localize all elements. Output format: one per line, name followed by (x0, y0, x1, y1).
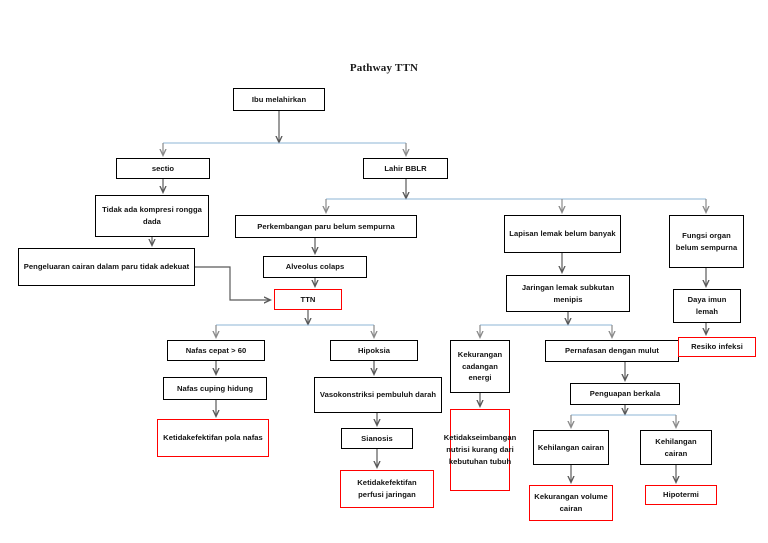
node-penguapan-berkala[interactable]: Penguapan berkala (570, 383, 680, 405)
node-ketidakefektifan-perfusi[interactable]: Ketidakefektifan perfusi jaringan (340, 470, 434, 508)
node-daya-imun[interactable]: Daya imun lemah (673, 289, 741, 323)
node-lapisan-lemak[interactable]: Lapisan lemak belum banyak (504, 215, 621, 253)
node-jaringan-lemak[interactable]: Jaringan lemak subkutan menipis (506, 275, 630, 312)
node-alveolus-colaps[interactable]: Alveolus colaps (263, 256, 367, 278)
node-ttn[interactable]: TTN (274, 289, 342, 310)
node-kekurangan-volume-cairan[interactable]: Kekurangan volume cairan (529, 485, 613, 521)
node-fungsi-organ[interactable]: Fungsi organ belum sempurna (669, 215, 744, 268)
node-sianosis[interactable]: Sianosis (341, 428, 413, 449)
node-ketidakseimbangan-nutrisi[interactable]: Ketidakseimbangan nutrisi kurang dari ke… (444, 409, 516, 491)
node-vasokonstriksi[interactable]: Vasokonstriksi pembuluh darah (314, 377, 442, 413)
node-hipoksia[interactable]: Hipoksia (330, 340, 418, 361)
node-nafas-cuping[interactable]: Nafas cuping hidung (163, 377, 267, 400)
node-kekurangan-cadangan[interactable]: Kekurangan cadangan energi (450, 340, 510, 393)
node-hipotermi[interactable]: Hipotermi (645, 485, 717, 505)
node-pernafasan-mulut[interactable]: Pernafasan dengan mulut (545, 340, 679, 362)
node-tidak-ada-kompresi[interactable]: Tidak ada kompresi rongga dada (95, 195, 209, 237)
node-perkembangan-paru[interactable]: Perkembangan paru belum sempurna (235, 215, 417, 238)
node-pengeluaran-cairan[interactable]: Pengeluaran cairan dalam paru tidak adek… (18, 248, 195, 286)
node-ibu-melahirkan[interactable]: Ibu melahirkan (233, 88, 325, 111)
node-kehilangan-cairan-2[interactable]: Kehilangan cairan (640, 430, 712, 465)
node-resiko-infeksi[interactable]: Resiko infeksi (678, 337, 756, 357)
page-title: Pathway TTN (349, 62, 419, 74)
node-sectio[interactable]: sectio (116, 158, 210, 179)
node-nafas-cepat[interactable]: Nafas cepat > 60 (167, 340, 265, 361)
node-kehilangan-cairan-1[interactable]: Kehilangan cairan (533, 430, 609, 465)
node-ketidakefektifan-pola-nafas[interactable]: Ketidakefektifan pola nafas (157, 419, 269, 457)
node-lahir-bblr[interactable]: Lahir BBLR (363, 158, 448, 179)
